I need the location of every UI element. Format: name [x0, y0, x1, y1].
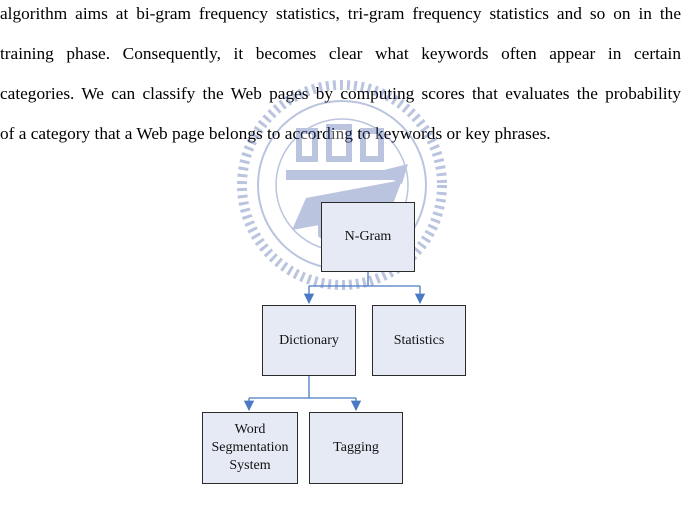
node-tagging: Tagging [309, 412, 403, 484]
connector-dictionary-to-children [243, 376, 362, 412]
node-ngram-label: N-Gram [344, 229, 392, 244]
node-statistics: Statistics [372, 305, 466, 376]
node-tagging-label: Tagging [333, 440, 379, 455]
paragraph-line-3: categories. We can classify the Web page… [0, 84, 681, 103]
node-word-segmentation-label: Word Segmentation System [211, 422, 289, 473]
node-word-segmentation-system: Word Segmentation System [202, 412, 298, 484]
paragraph-line-2: training phase. Consequently, it becomes… [0, 44, 681, 63]
node-statistics-label: Statistics [393, 332, 445, 348]
node-dictionary: Dictionary [262, 305, 356, 376]
node-ngram: N-Gram [321, 202, 415, 272]
paragraph-line-4: of a category that a Web page belongs to… [0, 124, 551, 143]
node-dictionary-label: Dictionary [279, 332, 339, 348]
connector-ngram-to-children [303, 272, 426, 305]
paragraph-line-1: algorithm aims at bi-gram frequency stat… [0, 4, 681, 23]
